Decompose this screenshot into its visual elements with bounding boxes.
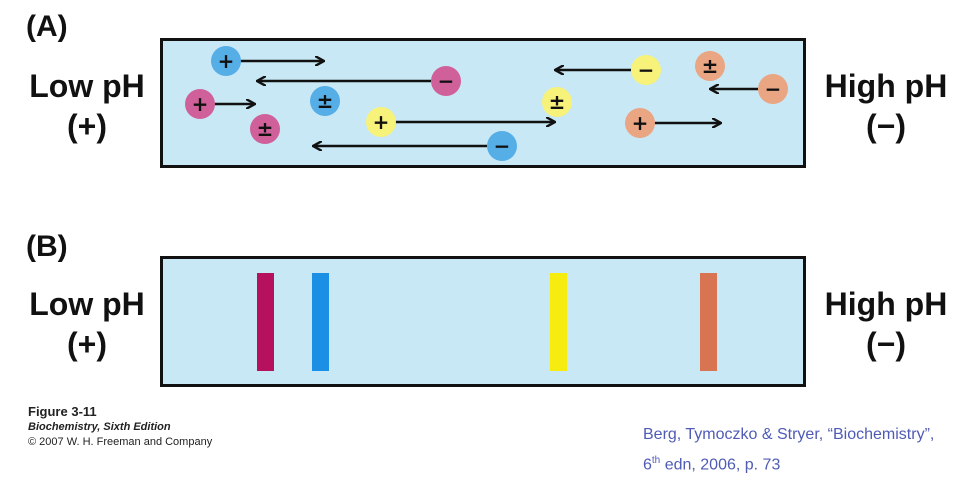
book-title: Biochemistry, Sixth Edition (28, 421, 171, 433)
charge-symbol: ± (257, 117, 274, 141)
low-ph-text: Low pH (29, 286, 145, 322)
positive-pole-text: (+) (67, 108, 107, 144)
charge-symbol: ± (702, 54, 719, 78)
ion-salmon-negative-icon: − (758, 74, 788, 104)
charge-symbol: ± (317, 89, 334, 113)
high-ph-text: High pH (824, 68, 948, 104)
citation-line-1: Berg, Tymoczko & Stryer, “Biochemistry”, (643, 426, 935, 443)
figure-caption: Figure 3-11 Biochemistry, Sixth Edition … (28, 404, 212, 450)
panel-a-low-ph-label: Low pH (+) (24, 66, 150, 146)
figure-number: Figure 3-11 (28, 404, 97, 419)
charge-symbol: + (192, 92, 209, 116)
panel-b-high-ph-label: High pH (−) (816, 284, 956, 364)
low-ph-text: Low pH (29, 68, 145, 104)
charge-symbol: − (438, 69, 455, 93)
charge-symbol: + (632, 111, 649, 135)
ion-yellow-positive-icon: + (366, 107, 396, 137)
charge-symbol: + (373, 110, 390, 134)
edition-number: 6 (643, 456, 652, 474)
negative-pole-text: (−) (866, 326, 906, 362)
panel-a-high-ph-label: High pH (−) (816, 66, 956, 146)
band-magenta (257, 273, 274, 371)
charge-symbol: − (765, 77, 782, 101)
ion-magenta-neutral-icon: ± (250, 114, 280, 144)
ion-magenta-negative-icon: − (431, 66, 461, 96)
charge-symbol: − (638, 58, 655, 82)
ion-blue-neutral-icon: ± (310, 86, 340, 116)
charge-symbol: + (218, 49, 235, 73)
panel-b-gel-box (160, 256, 806, 387)
panel-b-label: (B) (26, 230, 68, 263)
ion-salmon-positive-icon: + (625, 108, 655, 138)
high-ph-text: High pH (824, 286, 948, 322)
charge-symbol: ± (549, 90, 566, 114)
ion-magenta-positive-icon: + (185, 89, 215, 119)
ion-blue-negative-icon: − (487, 131, 517, 161)
charge-symbol: − (494, 134, 511, 158)
citation: Berg, Tymoczko & Stryer, “Biochemistry”,… (643, 422, 934, 478)
ion-salmon-neutral-icon: ± (695, 51, 725, 81)
edition-rest: edn, 2006, p. 73 (660, 456, 781, 474)
band-yellow (550, 273, 567, 371)
panel-a-label: (A) (26, 10, 68, 43)
band-blue (312, 273, 329, 371)
positive-pole-text: (+) (67, 326, 107, 362)
citation-line-2: 6th edn, 2006, p. 73 (643, 448, 934, 478)
band-salmon (700, 273, 717, 371)
copyright-line: © 2007 W. H. Freeman and Company (28, 436, 213, 448)
ion-yellow-neutral-icon: ± (542, 87, 572, 117)
edition-suffix: th (651, 455, 661, 466)
negative-pole-text: (−) (866, 108, 906, 144)
panel-b-low-ph-label: Low pH (+) (24, 284, 150, 364)
ion-yellow-negative-icon: − (631, 55, 661, 85)
ion-blue-positive-icon: + (211, 46, 241, 76)
